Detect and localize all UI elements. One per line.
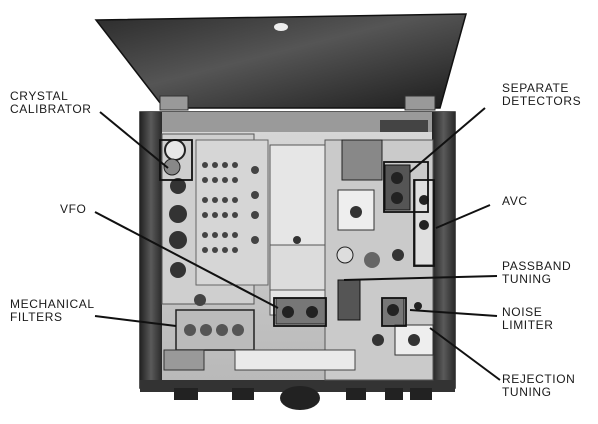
label-noise-limiter: NOISE LIMITER: [502, 305, 554, 332]
front-knobs: [174, 349, 432, 410]
label-separate-detectors: SEPARATE DETECTORS: [502, 81, 582, 108]
label-crystal-calibrator: CRYSTAL CALIBRATOR: [10, 89, 92, 116]
label-rejection-tuning: REJECTION TUNING: [502, 372, 576, 399]
component-board: [195, 139, 269, 286]
label-passband-tuning: PASSBAND TUNING: [502, 259, 572, 286]
vfo-area: [269, 144, 327, 325]
leader-lines: [94, 107, 501, 381]
right-module: [324, 139, 434, 381]
label-mechanical-filters: MECHANICAL FILTERS: [10, 297, 95, 324]
label-avc: AVC: [502, 194, 528, 208]
mechanical-filters-box: [163, 309, 255, 371]
label-vfo: VFO: [60, 202, 87, 216]
open-lid: [94, 13, 467, 111]
